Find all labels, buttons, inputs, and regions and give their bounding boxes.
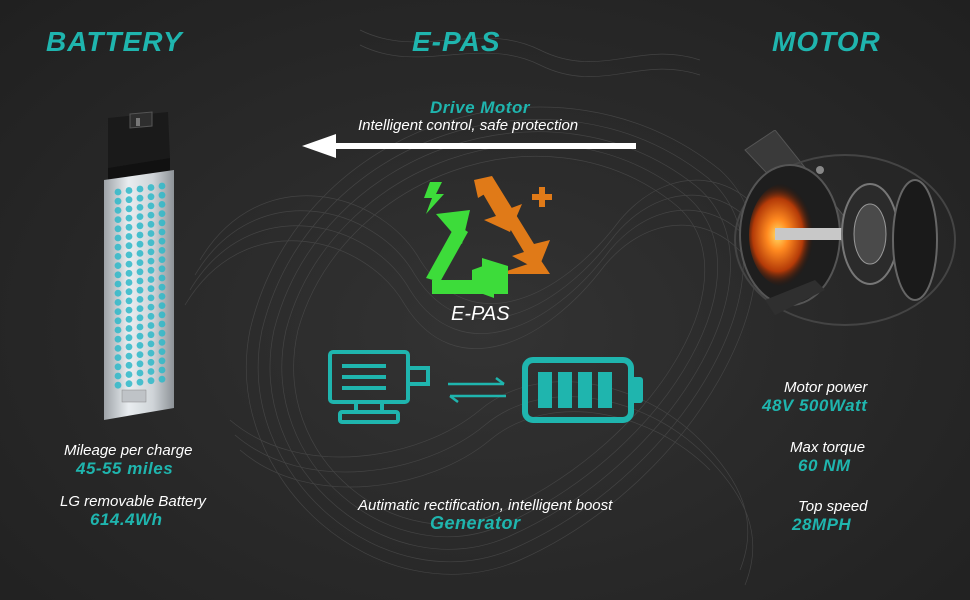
motor-icon (328, 350, 430, 424)
motor-image (734, 130, 956, 326)
drive-motor-subtitle: Intelligent control, safe protection (358, 117, 579, 134)
exchange-arrows-icon (448, 377, 506, 403)
motor-spec-value: 48V 500Watt (762, 396, 868, 415)
battery-spec-caption: LG removable Battery (60, 493, 206, 510)
motor-spec-value: 60 NM (798, 456, 851, 475)
motor-spec-caption: Motor power (784, 379, 868, 396)
battery-heading: BATTERY (46, 26, 183, 57)
battery-full-icon (522, 357, 643, 423)
battery-pack-image (104, 111, 174, 420)
arrow-left-icon (302, 134, 636, 158)
epas-heading: E-PAS (412, 26, 501, 57)
battery-spec-caption: Mileage per charge (64, 442, 193, 459)
motor-spec-caption: Top speed (798, 498, 868, 515)
generator-subtitle: Autimatic rectification, intelligent boo… (358, 497, 613, 514)
motor-heading: MOTOR (772, 26, 881, 57)
plus-icon (532, 187, 552, 207)
recycle-energy-icon (424, 176, 552, 298)
battery-spec-value: 614.4Wh (90, 510, 163, 529)
generator-title: Generator (430, 513, 521, 533)
battery-spec-value: 45-55 miles (76, 459, 174, 478)
drive-motor-title: Drive Motor (430, 98, 530, 117)
epas-logo-label: E-PAS (451, 303, 510, 325)
motor-spec-value: 28MPH (792, 515, 852, 534)
lightning-icon (424, 182, 444, 214)
motor-spec-caption: Max torque (790, 439, 866, 456)
